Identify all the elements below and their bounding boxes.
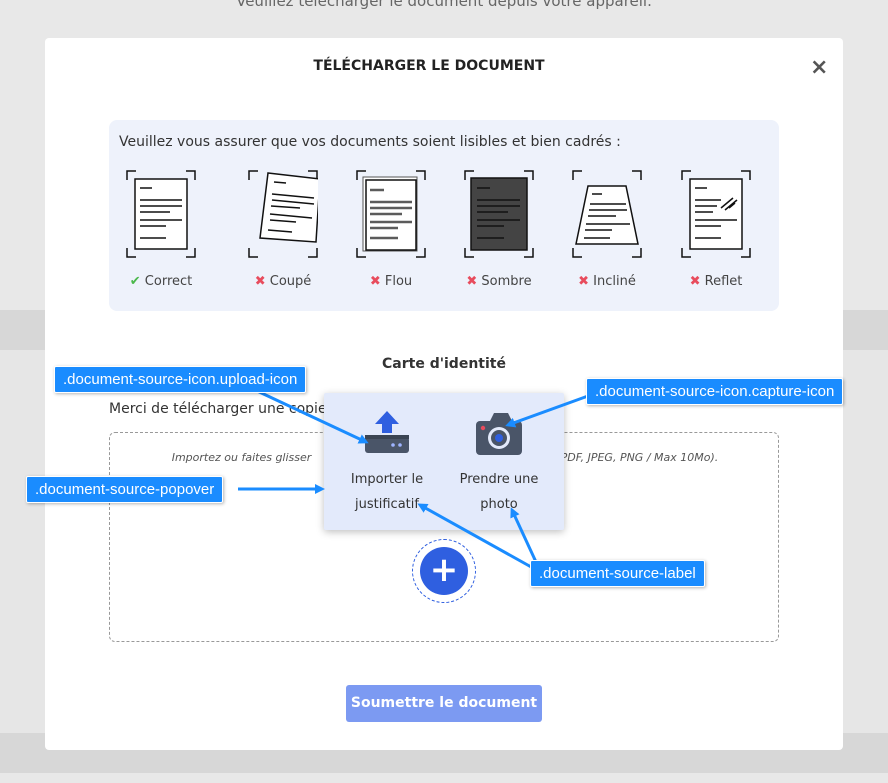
quality-example-cut: ✖ Coupé [248,170,358,300]
cross-icon: ✖ [254,274,266,289]
document-source-capture[interactable]: Prendre une photo [444,409,554,517]
document-source-upload[interactable]: Importer le justificatif [332,409,442,517]
document-source-popover: Importer le justificatif Prendre une pho… [324,393,564,530]
annotation-popover: .document-source-popover [26,476,224,503]
document-cut-icon [248,170,318,258]
document-correct-icon [126,170,196,258]
document-quality-guidelines: Veuillez vous assurer que vos documents … [109,120,779,311]
quality-example-correct: ✔ Correct [126,170,236,300]
cross-icon: ✖ [466,274,478,289]
annotation-capture-icon: .document-source-icon.capture-icon [586,378,844,405]
quality-label: Coupé [269,274,312,289]
close-button[interactable]: × [810,55,829,80]
quality-label: Correct [144,274,193,289]
quality-label: Sombre [481,274,532,289]
modal-title: TÉLÉCHARGER LE DOCUMENT [313,58,545,74]
quality-example-blur: ✖ Flou [356,170,466,300]
annotation-label: .document-source-label [530,560,705,587]
document-blur-icon [356,170,426,258]
dropzone-text: Importez ou faites glisser [171,451,312,464]
quality-example-tilted: ✖ Incliné [572,170,682,300]
quality-label: Flou [384,274,413,289]
cross-icon: ✖ [689,274,701,289]
add-document-button[interactable]: + [412,539,476,603]
dropzone-formats: (PDF, JPEG, PNG / Max 10Mo). [556,451,719,464]
document-glare-icon [681,170,751,258]
cross-icon: ✖ [369,274,381,289]
check-icon: ✔ [129,274,141,289]
background-section [0,773,888,783]
camera-icon [476,413,522,455]
document-tilted-icon [572,170,642,258]
quality-example-dark: ✖ Sombre [464,170,574,300]
submit-document-button[interactable]: Soumettre le document [346,685,542,722]
quality-example-glare: ✖ Reflet [681,170,791,300]
quality-label: Incliné [593,274,636,289]
document-type-title: Carte d'identité [382,356,506,372]
annotation-upload-icon: .document-source-icon.upload-icon [54,366,307,393]
quality-intro-text: Veuillez vous assurer que vos documents … [119,134,621,150]
cross-icon: ✖ [578,274,590,289]
document-source-label: Importer le justificatif [350,472,424,512]
upload-icon [365,411,409,453]
document-dark-icon [464,170,534,258]
upload-hint-text: Merci de télécharger une copie [109,401,327,417]
document-source-label: Prendre une photo [459,472,539,512]
background-instructions: Veuillez télécharger le document depuis … [236,0,652,10]
plus-icon: + [420,547,468,595]
quality-label: Reflet [704,274,743,289]
